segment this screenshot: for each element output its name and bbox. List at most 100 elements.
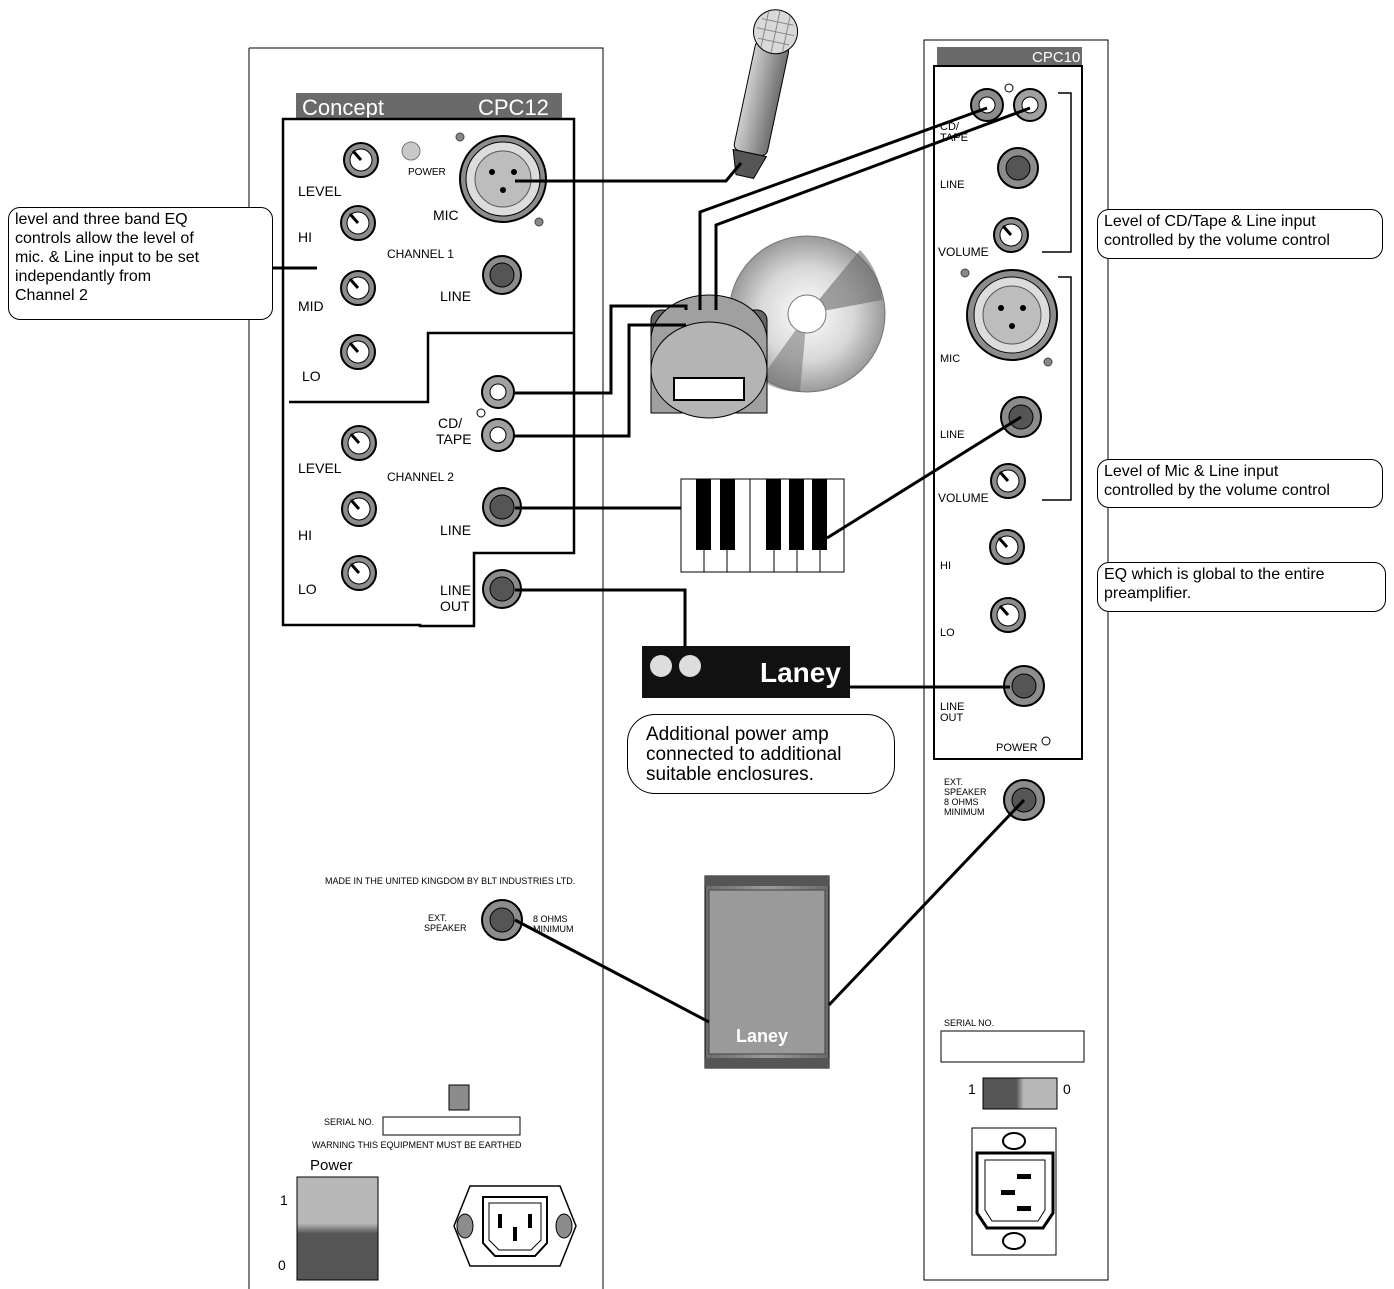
callout-line: independantly from <box>15 268 152 285</box>
lo1-label: LO <box>302 368 321 384</box>
hi1-knob[interactable] <box>340 205 376 241</box>
led-dot <box>455 132 465 142</box>
lo2-knob[interactable] <box>341 555 377 591</box>
level1-label: LEVEL <box>298 183 342 199</box>
cpc12-model: CPC12 <box>478 95 549 120</box>
cpc10-hi-knob[interactable] <box>989 529 1025 565</box>
cpc10-rca1[interactable] <box>970 88 1004 122</box>
callout-power-amp: Additional power amp connected to additi… <box>627 714 895 794</box>
cpc10-ext-label-4: MINIMUM <box>944 807 985 817</box>
callout-cd-line-volume: Level of CD/Tape & Line input controlled… <box>1097 209 1383 259</box>
iec-mains-socket[interactable] <box>453 1185 577 1267</box>
bracket <box>1042 92 1072 253</box>
cpc10-rca2[interactable] <box>1013 88 1047 122</box>
cpc10-serial-label: SERIAL NO. <box>944 1018 994 1028</box>
channel1-label: CHANNEL 1 <box>387 247 454 261</box>
cpc10-iec-mains-socket[interactable] <box>971 1127 1057 1256</box>
mic-xlr-input[interactable] <box>459 135 547 223</box>
serial-box <box>382 1116 521 1136</box>
line-out-label-1: LINE <box>440 582 471 598</box>
led-dot <box>534 217 544 227</box>
mic-label: MIC <box>433 207 459 223</box>
cpc10-line2-label: LINE <box>940 429 964 441</box>
cpc12-brand: Concept <box>302 95 384 120</box>
cpc10-mic-xlr[interactable] <box>966 269 1058 361</box>
cpc10-header-bar <box>937 47 1082 65</box>
cpc10-line-out-jack[interactable] <box>1003 665 1045 707</box>
power-switch[interactable] <box>296 1176 379 1281</box>
channel2-label: CHANNEL 2 <box>387 470 454 484</box>
ohms-label-2: MINIMUM <box>533 924 574 934</box>
rca2-jack[interactable] <box>481 418 515 452</box>
callout-line: suitable enclosures. <box>646 764 814 785</box>
line1-jack[interactable] <box>482 255 522 295</box>
cd-player-icon <box>650 294 768 419</box>
callout-line: connected to additional <box>646 744 842 765</box>
cpc10-volume1-knob[interactable] <box>993 217 1029 253</box>
callout-line: controlled by the volume control <box>1104 232 1330 249</box>
power-label: Power <box>310 1157 353 1174</box>
level2-knob[interactable] <box>341 425 377 461</box>
power-led-label: POWER <box>408 167 446 178</box>
fuse-holder <box>448 1084 470 1111</box>
laney-cab-logo: Laney <box>736 1026 788 1046</box>
cpc10-lo-label: LO <box>940 627 955 639</box>
switch-on-label: 1 <box>280 1192 288 1208</box>
hi2-label: HI <box>298 527 312 543</box>
cpc10-volume2-label: VOLUME <box>938 491 989 505</box>
cpc12-header-bar <box>296 93 562 118</box>
callout-global-eq: EQ which is global to the entire preampl… <box>1097 562 1386 612</box>
lo2-label: LO <box>298 581 317 597</box>
made-in-label: MADE IN THE UNITED KINGDOM BY BLT INDUST… <box>325 876 575 886</box>
laney-amp-logo: Laney <box>760 657 841 688</box>
warning-label: WARNING THIS EQUIPMENT MUST BE EARTHED <box>312 1140 522 1150</box>
callout-line: EQ which is global to the entire <box>1104 566 1325 583</box>
callout-line: Additional power amp <box>646 724 829 745</box>
line-out-label-2: OUT <box>440 598 470 614</box>
cpc10-switch-on-label: 1 <box>968 1081 976 1097</box>
cpc10-line1-label: LINE <box>940 179 964 191</box>
cpc10-model: CPC10 <box>1032 49 1080 66</box>
power-led <box>401 141 421 161</box>
rca1-jack[interactable] <box>481 375 515 409</box>
callout-line: Level of Mic & Line input <box>1104 463 1279 480</box>
cpc10-line-out-label-2: OUT <box>940 712 964 724</box>
lo1-knob[interactable] <box>340 334 376 370</box>
callout-channel1-eq: level and three band EQ controls allow t… <box>8 207 273 320</box>
laney-speaker-cabinet: Laney <box>704 875 830 1069</box>
cpc10-line1-jack[interactable] <box>997 147 1039 189</box>
mid1-label: MID <box>298 298 324 314</box>
mid1-knob[interactable] <box>340 270 376 306</box>
cpc10-ext-label-2: SPEAKER <box>944 787 987 797</box>
serial-label: SERIAL NO. <box>324 1117 374 1127</box>
cpc10-volume1-label: VOLUME <box>938 245 989 259</box>
callout-line: preamplifier. <box>1104 585 1192 602</box>
cpc10-panel: CPC10 CD/ TAPE LINE VOLUME MIC LINE VOLU… <box>923 39 1109 1281</box>
level1-knob[interactable] <box>343 142 379 178</box>
cpc10-power-switch[interactable] <box>982 1077 1058 1110</box>
cpc10-hi-label: HI <box>940 560 951 572</box>
callout-mic-line-volume: Level of Mic & Line input controlled by … <box>1097 459 1383 508</box>
cpc10-serial-box <box>940 1030 1085 1063</box>
bracket <box>1042 276 1072 501</box>
ohms-label-1: 8 OHMS <box>533 914 568 924</box>
callout-line: controls allow the level of <box>15 230 194 247</box>
ext-speaker-jack[interactable] <box>481 899 523 941</box>
cd-icon <box>728 235 886 393</box>
cpc10-volume2-knob[interactable] <box>990 463 1026 499</box>
microphone-icon <box>732 9 799 179</box>
line2-jack[interactable] <box>482 487 522 527</box>
cpc10-lo-knob[interactable] <box>990 597 1026 633</box>
cpc10-mic-label: MIC <box>940 353 960 365</box>
ext-label-2: SPEAKER <box>424 923 467 933</box>
cd-tape-label-1: CD/ <box>438 415 462 431</box>
hi2-knob[interactable] <box>341 491 377 527</box>
hi1-label: HI <box>298 229 312 245</box>
cpc10-power-label: POWER <box>996 742 1038 754</box>
laney-power-amp: Laney <box>642 646 850 698</box>
ext-label-1: EXT. <box>428 913 447 923</box>
line-out-jack[interactable] <box>482 569 522 609</box>
cpc10-ext-label-1: EXT. <box>944 777 963 787</box>
line2-label: LINE <box>440 522 471 538</box>
